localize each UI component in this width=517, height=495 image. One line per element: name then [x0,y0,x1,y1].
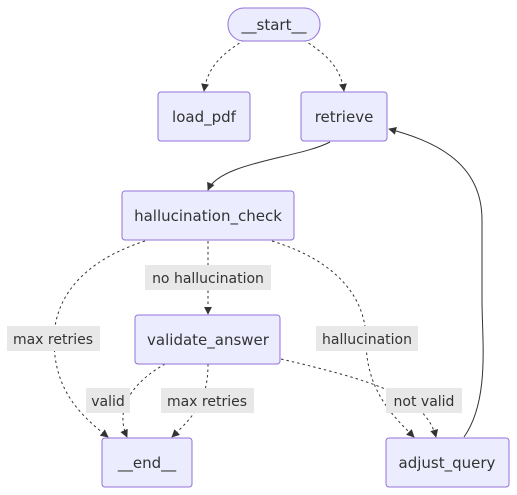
svg-text:hallucination: hallucination [322,332,412,348]
edge-label-hallucination: hallucination [316,326,418,351]
edge-label-max-retries-mid: max retries [161,388,254,413]
edge-labels: no hallucination max retries hallucinati… [7,265,462,413]
svg-text:validate_answer: validate_answer [147,331,270,350]
nodes: __start__ load_pdf retrieve hallucinatio… [101,7,510,488]
edge-retrieve-to-hallucination-check [207,141,331,191]
edge-hallucination-check-to-adjust-query [271,240,415,438]
node-start[interactable]: __start__ [227,7,321,42]
edge-label-max-retries-left: max retries [7,326,100,351]
node-end[interactable]: __end__ [101,437,193,488]
svg-text:retrieve: retrieve [315,108,374,126]
svg-text:load_pdf: load_pdf [172,108,237,127]
svg-text:not valid: not valid [394,394,455,410]
edge-adjust-query-to-retrieve [388,127,484,438]
svg-text:__end__: __end__ [117,454,177,473]
edge-label-no-hallucination: no hallucination [145,265,271,290]
edge-start-to-load-pdf [201,39,245,92]
node-load-pdf[interactable]: load_pdf [157,91,251,142]
edge-start-to-retrieve [303,39,347,92]
node-validate-answer[interactable]: validate_answer [134,314,281,365]
svg-text:max retries: max retries [13,332,93,348]
svg-text:adjust_query: adjust_query [399,454,496,473]
svg-text:__start__: __start__ [241,16,307,35]
svg-text:max retries: max retries [167,394,247,410]
node-hallucination-check[interactable]: hallucination_check [121,190,295,241]
svg-text:no hallucination: no hallucination [152,271,264,287]
node-adjust-query[interactable]: adjust_query [385,437,510,488]
edge-label-not-valid: not valid [386,388,462,413]
edge-label-valid: valid [86,388,130,413]
svg-text:valid: valid [91,394,125,410]
node-retrieve[interactable]: retrieve [300,91,388,142]
svg-text:hallucination_check: hallucination_check [134,207,282,226]
